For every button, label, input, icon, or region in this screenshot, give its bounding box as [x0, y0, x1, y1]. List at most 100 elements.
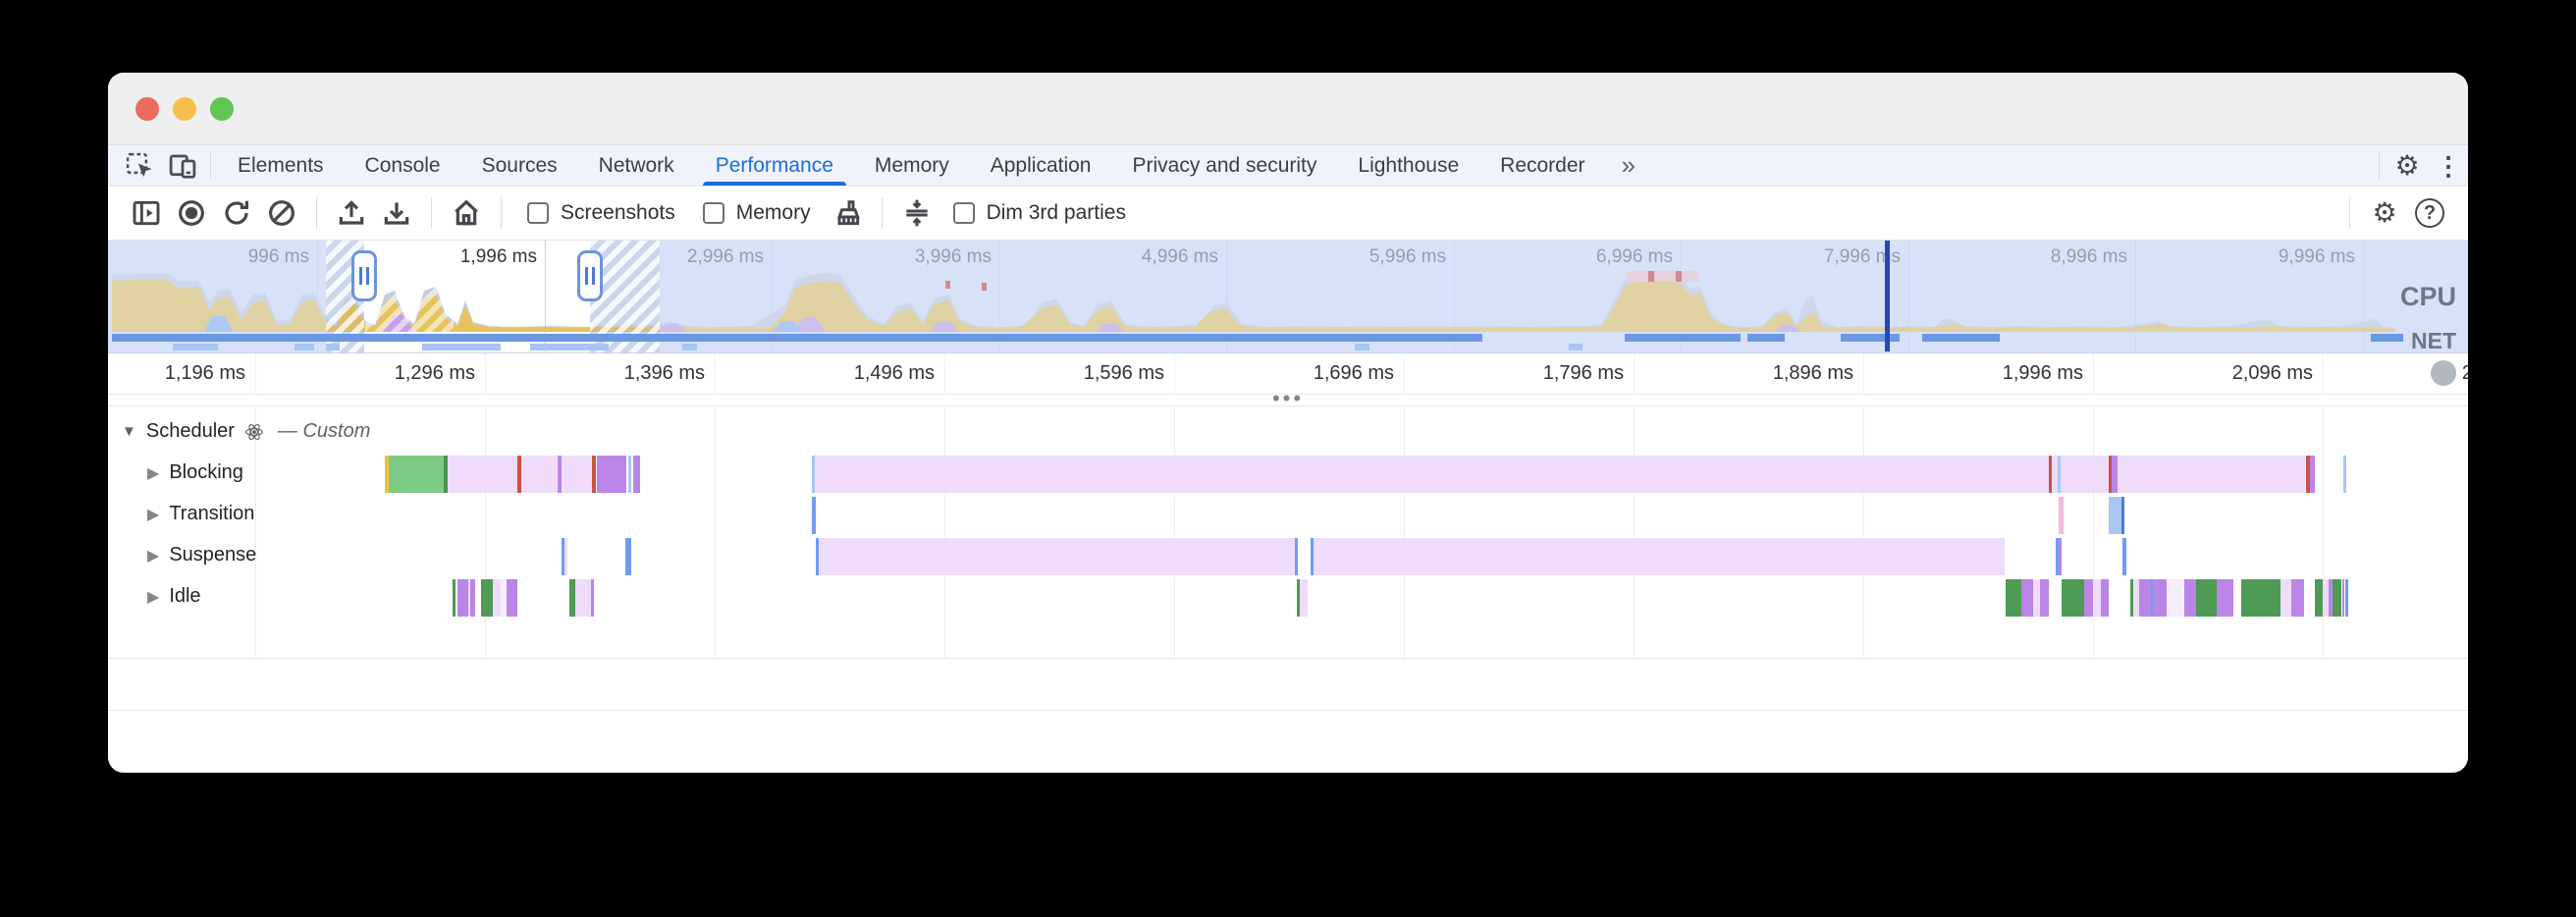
tab-privacy-and-security[interactable]: Privacy and security: [1132, 153, 1317, 177]
flame-bar[interactable]: [481, 579, 493, 617]
kebab-menu-icon[interactable]: ⋮: [2436, 150, 2461, 181]
flame-bar[interactable]: [2342, 579, 2344, 617]
flame-bar[interactable]: [2130, 579, 2133, 617]
tab-recorder[interactable]: Recorder: [1500, 153, 1585, 177]
flame-bar[interactable]: [812, 497, 816, 534]
flame-bar[interactable]: [625, 538, 631, 575]
flame-bar[interactable]: [389, 456, 444, 493]
flame-bar[interactable]: [2084, 579, 2093, 617]
flame-bar[interactable]: [819, 538, 1295, 575]
record-and-reload-button[interactable]: [214, 190, 259, 236]
flame-bar[interactable]: [628, 456, 631, 493]
flame-bar[interactable]: [2310, 456, 2315, 493]
flame-bar[interactable]: [569, 579, 575, 617]
flame-bar[interactable]: [2151, 579, 2153, 617]
flame-bar[interactable]: [2121, 497, 2124, 534]
expand-triangle-icon[interactable]: ▶: [147, 547, 160, 565]
flame-bar[interactable]: [2040, 579, 2049, 617]
tab-memory[interactable]: Memory: [874, 153, 949, 177]
row-label-suspense[interactable]: ▶ Suspense: [147, 544, 256, 566]
flame-bar[interactable]: [2139, 579, 2151, 617]
flame-bar[interactable]: [1295, 538, 1298, 575]
row-label-idle[interactable]: ▶ Idle: [147, 585, 201, 608]
flame-bar[interactable]: [2153, 579, 2167, 617]
row-label-blocking[interactable]: ▶ Blocking: [147, 461, 243, 484]
flame-bar[interactable]: [517, 456, 521, 493]
expand-triangle-icon[interactable]: ▶: [147, 588, 160, 606]
flame-bar[interactable]: [2281, 579, 2291, 617]
flame-bar[interactable]: [564, 538, 567, 575]
flame-bar[interactable]: [2343, 456, 2346, 493]
tab-lighthouse[interactable]: Lighthouse: [1358, 153, 1460, 177]
flame-bar[interactable]: [1311, 538, 1314, 575]
flame-bar[interactable]: [812, 456, 815, 493]
tab-performance[interactable]: Performance: [695, 145, 854, 186]
flame-bar[interactable]: [2291, 579, 2304, 617]
flame-bar[interactable]: [2133, 579, 2139, 617]
flame-bar[interactable]: [562, 538, 564, 575]
flame-bar[interactable]: [633, 456, 640, 493]
flame-bar[interactable]: [597, 456, 626, 493]
selection-handle-right[interactable]: [577, 250, 603, 301]
flame-bar[interactable]: [2101, 579, 2109, 617]
flame-bar[interactable]: [2006, 579, 2021, 617]
flame-bar[interactable]: [493, 579, 501, 617]
tab-sources[interactable]: Sources: [481, 153, 558, 177]
flame-bar[interactable]: [815, 456, 2305, 493]
flame-bar[interactable]: [2093, 579, 2101, 617]
memory-checkbox[interactable]: Memory: [702, 201, 811, 225]
dim-3rd-parties-checkbox[interactable]: Dim 3rd parties: [952, 201, 1126, 225]
flame-bar[interactable]: [2329, 579, 2333, 617]
flame-bar[interactable]: [453, 579, 456, 617]
settings-gear-icon[interactable]: ⚙: [2394, 149, 2420, 181]
flame-bar[interactable]: [470, 579, 475, 617]
show-sidebar-icon[interactable]: [124, 190, 169, 236]
flame-bar[interactable]: [1300, 579, 1308, 617]
flame-bar[interactable]: [2217, 579, 2230, 617]
maximize-window-button[interactable]: [210, 97, 234, 121]
download-profile-icon[interactable]: [374, 190, 419, 236]
flame-bar[interactable]: [816, 538, 819, 575]
expand-triangle-icon[interactable]: ▶: [147, 506, 160, 523]
inspect-element-icon[interactable]: [118, 145, 161, 186]
flame-bar[interactable]: [385, 456, 389, 493]
scrollbar-thumb[interactable]: [2431, 360, 2456, 386]
flame-bar[interactable]: [2112, 456, 2118, 493]
selection-handle-left[interactable]: [351, 250, 377, 301]
help-icon[interactable]: ?: [2407, 190, 2452, 236]
flame-bar[interactable]: [575, 579, 591, 617]
flame-bar[interactable]: [2306, 456, 2310, 493]
checkbox-box[interactable]: [702, 202, 724, 224]
flame-chart-tracks[interactable]: ▼ Scheduler — Custom ▶ Blocking ▶ Transi…: [108, 406, 2468, 773]
flame-bar[interactable]: [444, 456, 448, 493]
flame-bar[interactable]: [2184, 579, 2196, 617]
collapse-tracks-icon[interactable]: [894, 190, 939, 236]
tab-elements[interactable]: Elements: [238, 153, 324, 177]
flame-bar[interactable]: [1297, 579, 1300, 617]
flame-bar[interactable]: [2021, 579, 2033, 617]
titlebar[interactable]: [108, 73, 2468, 145]
flame-bar[interactable]: [2058, 456, 2061, 493]
record-button[interactable]: [169, 190, 214, 236]
flame-bar[interactable]: [592, 456, 596, 493]
flame-bar[interactable]: [2167, 579, 2184, 617]
device-toolbar-icon[interactable]: [161, 145, 204, 186]
upload-profile-icon[interactable]: [329, 190, 374, 236]
tab-network[interactable]: Network: [598, 153, 674, 177]
flame-bar[interactable]: [2109, 497, 2121, 534]
screenshots-checkbox[interactable]: Screenshots: [527, 201, 675, 225]
flame-bar[interactable]: [2323, 579, 2329, 617]
tab-application[interactable]: Application: [990, 153, 1092, 177]
flame-bar[interactable]: [2049, 456, 2052, 493]
flame-bar[interactable]: [2059, 497, 2064, 534]
flame-bar[interactable]: [2059, 538, 2062, 575]
flame-bar[interactable]: [2230, 579, 2233, 617]
playhead-line[interactable]: [1885, 241, 1890, 351]
pane-resize-handle[interactable]: •••: [108, 388, 2468, 409]
flame-bar[interactable]: [2033, 579, 2040, 617]
row-label-transition[interactable]: ▶ Transition: [147, 503, 254, 525]
flame-bar[interactable]: [2241, 579, 2281, 617]
collapse-triangle-icon[interactable]: ▼: [122, 423, 136, 440]
flame-bar[interactable]: [2109, 456, 2112, 493]
